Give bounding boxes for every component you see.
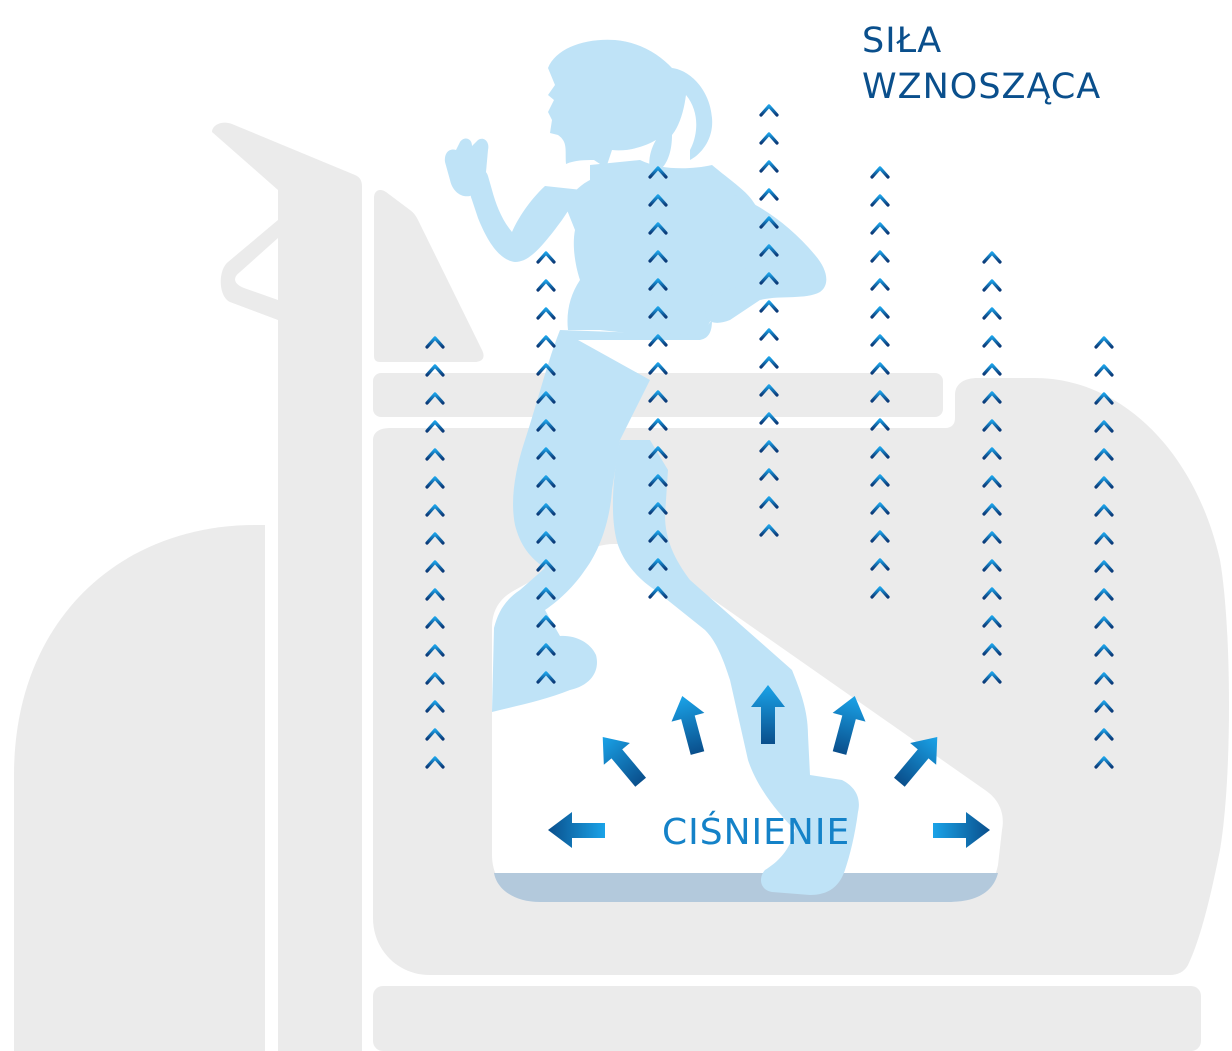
chevron-up-icon: [648, 362, 668, 375]
chevron-up-icon: [982, 307, 1002, 320]
chevron-up-icon: [536, 251, 556, 264]
pressure-arrows: [548, 685, 990, 848]
machine-base: [373, 986, 1201, 1051]
chevron-up-icon: [536, 279, 556, 292]
chevron-up-icon: [759, 160, 779, 173]
chevron-up-icon: [536, 307, 556, 320]
chevron-up-icon: [759, 188, 779, 201]
machine-left-hood: [14, 525, 265, 1051]
chevron-up-icon: [870, 278, 890, 291]
chevron-up-icon: [870, 222, 890, 235]
chevron-up-icon: [759, 300, 779, 313]
chevron-up-icon: [982, 363, 1002, 376]
chevron-up-icon: [759, 132, 779, 145]
chevron-up-icon: [648, 418, 668, 431]
chevron-up-icon: [982, 335, 1002, 348]
arrow-left-icon: [548, 812, 605, 848]
chevron-up-icon: [870, 306, 890, 319]
machine-shelf: [373, 373, 943, 417]
chevron-up-icon: [870, 194, 890, 207]
lift-force-label: SIŁA WZNOSZĄCA: [862, 18, 1101, 110]
lift-label-line1: SIŁA: [862, 21, 943, 61]
chevron-up-icon: [759, 104, 779, 117]
machine-handle: [212, 122, 362, 1051]
chevron-up-icon: [759, 356, 779, 369]
water-floor: [494, 873, 998, 902]
chevron-up-icon: [536, 335, 556, 348]
lift-label-line2: WZNOSZĄCA: [862, 67, 1102, 107]
pressure-label: CIŚNIENIE: [662, 812, 851, 853]
chevron-up-icon: [1094, 336, 1114, 349]
chevron-up-icon: [870, 166, 890, 179]
machine-console: [374, 190, 484, 362]
chevron-up-icon: [982, 279, 1002, 292]
chevron-up-icon: [870, 334, 890, 347]
chevron-up-icon: [870, 418, 890, 431]
arrow-right-icon: [933, 812, 990, 848]
chevron-up-icon: [759, 328, 779, 341]
chevron-up-icon: [982, 251, 1002, 264]
chevron-up-icon: [1094, 364, 1114, 377]
runner-silhouette: [444, 39, 859, 895]
chevron-up-icon: [870, 362, 890, 375]
chevron-up-icon: [870, 250, 890, 263]
